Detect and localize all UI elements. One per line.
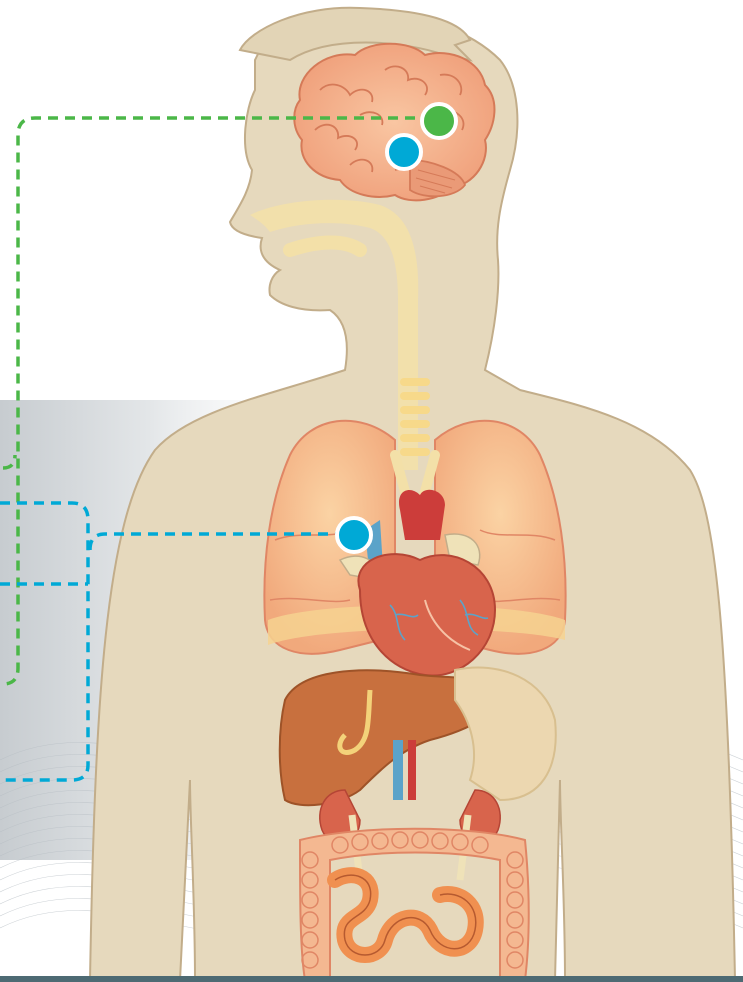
heart-cyan-marker xyxy=(337,518,371,552)
tongue xyxy=(290,243,360,251)
brain xyxy=(294,44,494,201)
bottom-bar xyxy=(0,976,743,982)
brain-green-marker xyxy=(422,104,456,138)
brain-cyan-marker xyxy=(387,135,421,169)
